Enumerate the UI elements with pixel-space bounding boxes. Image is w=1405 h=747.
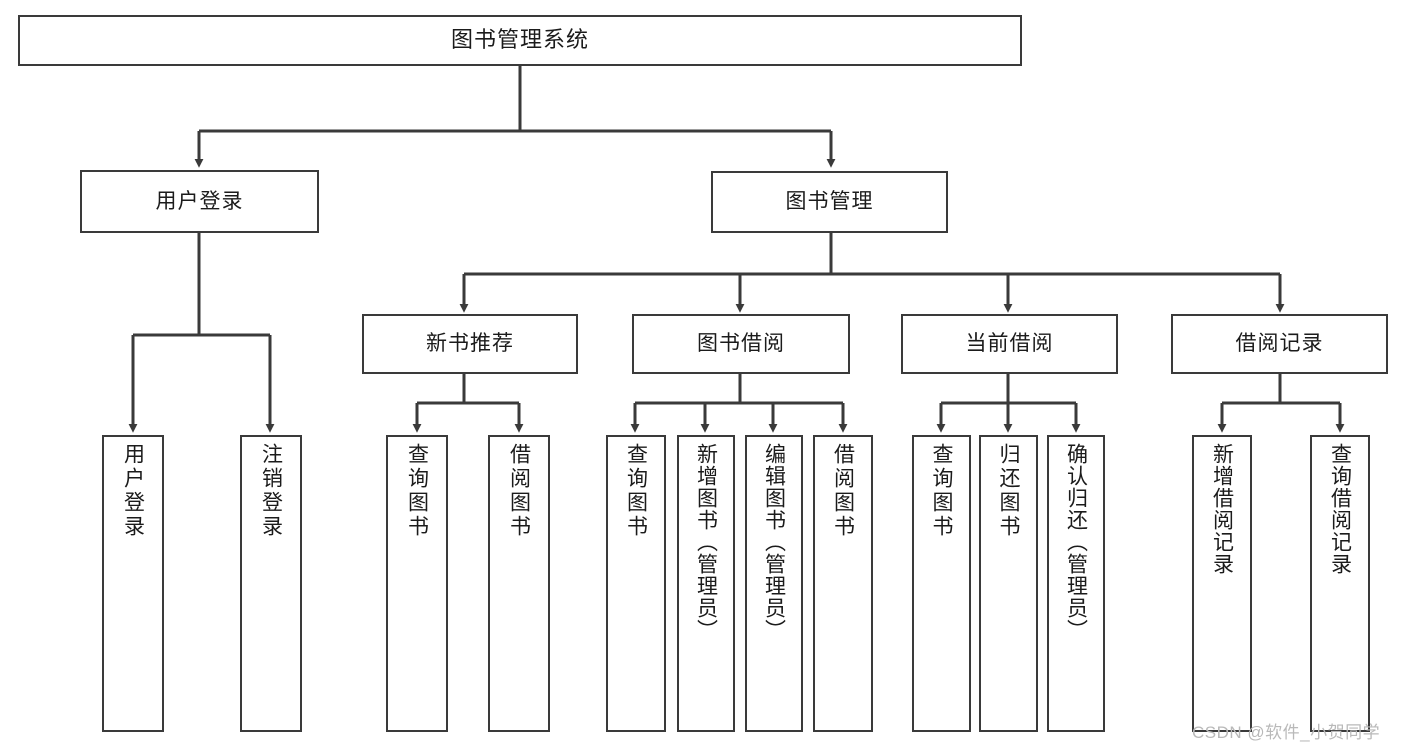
node-label: 新书推荐: [426, 332, 514, 356]
node-leaf-return-books[interactable]: 归还图书: [979, 435, 1038, 732]
node-new-book-recommendation[interactable]: 新书推荐: [362, 314, 578, 374]
node-label: 新增借阅记录: [1210, 443, 1234, 575]
node-leaf-add-book-admin[interactable]: 新增图书（管理员）: [677, 435, 735, 732]
node-leaf-query-books-borrowing[interactable]: 查询图书: [606, 435, 666, 732]
node-leaf-query-books-current[interactable]: 查询图书: [912, 435, 971, 732]
node-label: 查询图书: [405, 443, 429, 539]
node-book-borrowing[interactable]: 图书借阅: [632, 314, 850, 374]
node-leaf-edit-book-admin[interactable]: 编辑图书（管理员）: [745, 435, 803, 732]
node-label: 用户登录: [155, 189, 244, 213]
node-label: 用户登录: [121, 443, 145, 539]
node-label: 图书管理: [785, 190, 874, 214]
node-leaf-query-borrow-record[interactable]: 查询借阅记录: [1310, 435, 1370, 732]
node-leaf-borrow-books-recommendation[interactable]: 借阅图书: [488, 435, 550, 732]
node-book-management[interactable]: 图书管理: [711, 171, 948, 233]
node-leaf-user-login[interactable]: 用户登录: [102, 435, 164, 732]
node-label: 注销登录: [259, 443, 283, 539]
node-label: 确认归还（管理员）: [1064, 443, 1088, 641]
node-label: 编辑图书（管理员）: [762, 443, 786, 641]
node-current-borrowing[interactable]: 当前借阅: [901, 314, 1118, 374]
node-label: 查询借阅记录: [1328, 443, 1352, 575]
node-leaf-confirm-return-admin[interactable]: 确认归还（管理员）: [1047, 435, 1105, 732]
node-leaf-borrow-books-borrowing[interactable]: 借阅图书: [813, 435, 873, 732]
node-label: 当前借阅: [965, 332, 1054, 356]
csdn-watermark: CSDN @软件_小贺同学: [1192, 723, 1381, 742]
node-label: 归还图书: [997, 443, 1020, 539]
node-label: 图书管理系统: [450, 27, 589, 53]
node-user-login[interactable]: 用户登录: [80, 170, 319, 233]
node-leaf-add-borrow-record[interactable]: 新增借阅记录: [1192, 435, 1252, 732]
node-label: 借阅图书: [507, 443, 531, 539]
node-label: 图书借阅: [697, 332, 785, 356]
node-label: 查询图书: [624, 443, 648, 539]
node-label: 新增图书（管理员）: [694, 443, 718, 641]
node-label: 借阅记录: [1235, 332, 1324, 356]
node-root-book-management-system[interactable]: 图书管理系统: [18, 15, 1022, 66]
node-label: 查询图书: [930, 443, 953, 539]
node-leaf-query-books-recommendation[interactable]: 查询图书: [386, 435, 448, 732]
node-leaf-logout[interactable]: 注销登录: [240, 435, 302, 732]
node-borrowing-records[interactable]: 借阅记录: [1171, 314, 1388, 374]
node-label: 借阅图书: [831, 443, 855, 539]
